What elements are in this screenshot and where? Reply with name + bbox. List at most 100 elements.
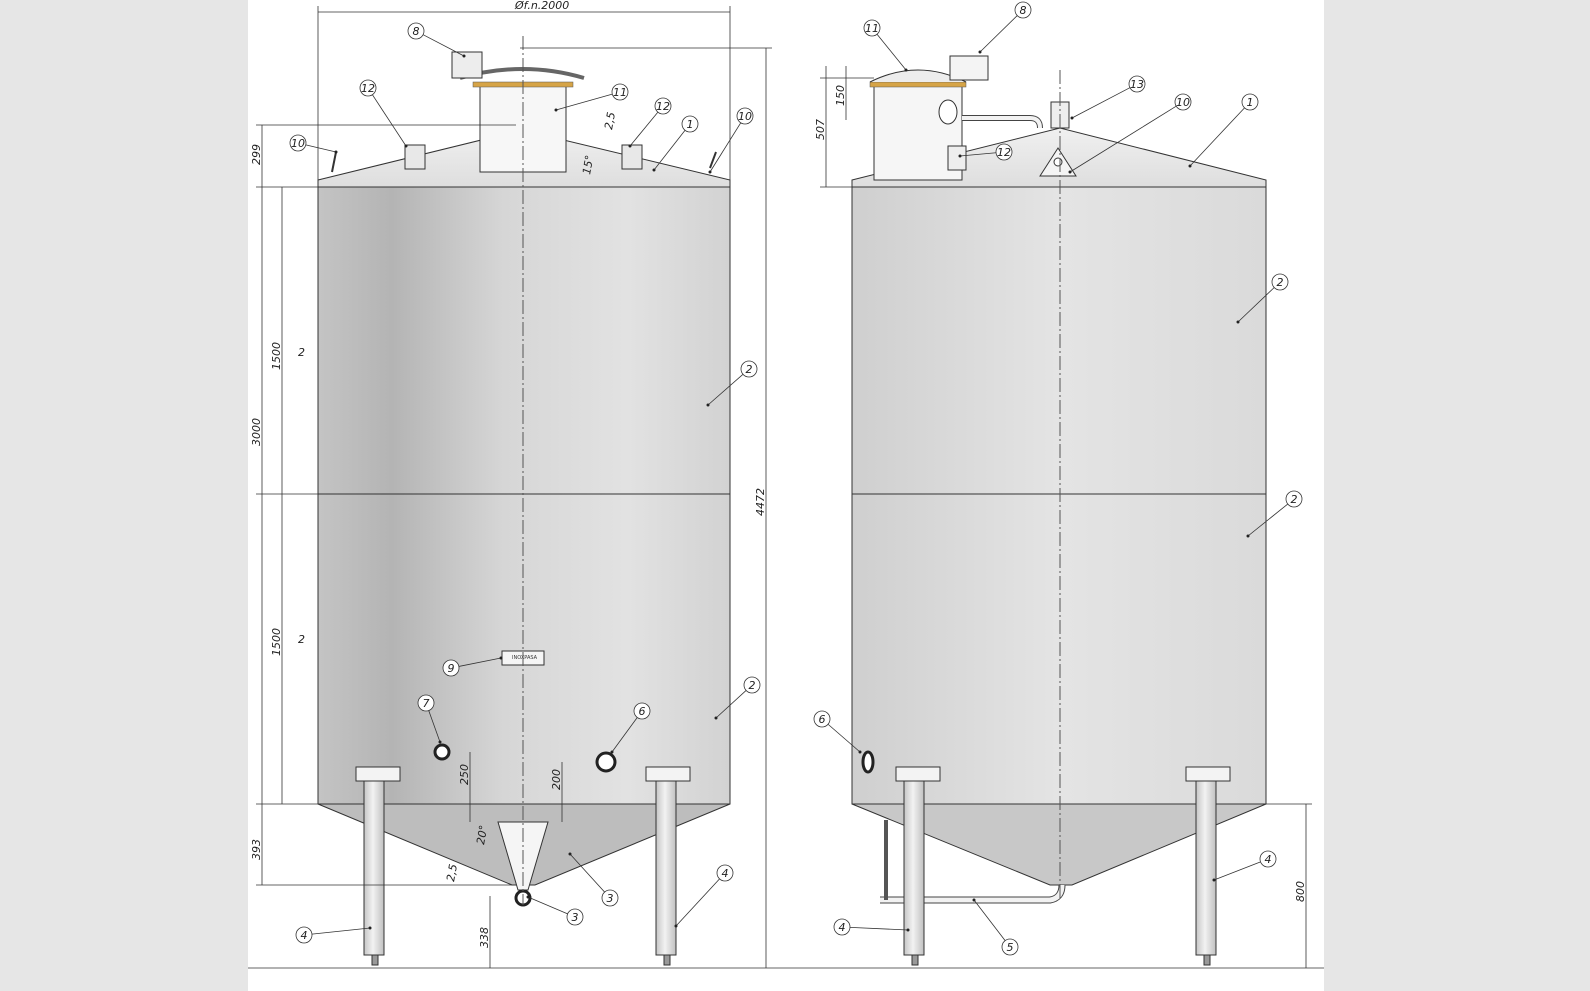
callout-bubble (1241, 93, 1259, 111)
left-nozzle-12a (404, 144, 426, 170)
right-port-6 (861, 750, 875, 774)
callout-number: 3 (572, 911, 579, 924)
callout-number: 2 (749, 679, 756, 692)
right-manhole (873, 79, 963, 181)
callout-leader (311, 927, 371, 935)
callout-bubble (417, 694, 435, 712)
dim-manhole-height: 507 (814, 119, 827, 140)
callout-number: 12 (656, 100, 670, 113)
callout-bubble (863, 19, 881, 37)
dim-cone-thickness: 2,5 (444, 863, 460, 882)
callout-number: 3 (607, 892, 614, 905)
right-shell (851, 186, 1267, 805)
nameplate-brand: INOXPASA (512, 655, 538, 661)
callout-leader (569, 853, 605, 893)
right-leg-pad-b (1185, 766, 1231, 782)
callout-number: 2 (746, 363, 753, 376)
callout-number: 12 (997, 146, 1011, 159)
callout-bubble (833, 918, 851, 936)
callout-leader (1247, 503, 1289, 537)
left-shell (317, 186, 731, 805)
callout-bubble (566, 908, 584, 926)
callout-leader (611, 717, 638, 753)
callout-leader (305, 144, 337, 153)
left-leg-a (363, 769, 385, 956)
callout-number: 2 (1277, 276, 1284, 289)
right-cone (851, 803, 1267, 886)
callout-leader-dot (568, 852, 572, 856)
drawing-sheet: INOXPASA (248, 0, 1324, 991)
callout-number: 8 (1020, 4, 1027, 17)
callout-number: 11 (865, 22, 879, 35)
callout-leader-dot (1212, 878, 1216, 882)
dim-shell-total: 3000 (250, 418, 263, 446)
callout-bubble (611, 83, 629, 101)
callout-leader-dot (1068, 170, 1072, 174)
callout-leader-dot (368, 926, 372, 930)
left-view: INOXPASA (317, 36, 731, 966)
callout-number: 6 (819, 713, 826, 726)
callout-leader-dot (526, 895, 530, 899)
callout-bubble (359, 79, 377, 97)
callout-leader-dot (1188, 164, 1192, 168)
callout-number: 10 (738, 110, 752, 123)
left-port-7 (433, 743, 451, 761)
right-sightglass (938, 99, 958, 125)
callout-leader-dot (438, 740, 442, 744)
right-foot-a (911, 954, 919, 966)
dim-port6-height: 200 (550, 769, 563, 790)
callout-leader-dot (706, 403, 710, 407)
left-port-6 (595, 751, 617, 773)
callout-number: 10 (1176, 96, 1190, 109)
callout-bubble (1001, 938, 1019, 956)
right-manhole-gasket (869, 81, 967, 88)
callout-leader (707, 373, 744, 406)
callout-leader-dot (708, 170, 712, 174)
left-hinge (451, 51, 483, 79)
callout-bubble (654, 97, 672, 115)
callout-number: 2 (1291, 493, 1298, 506)
dim-roof-height: 299 (250, 144, 263, 165)
right-drain-pipe-inner (880, 884, 1065, 903)
left-foot-b (663, 954, 671, 966)
callout-leader (675, 878, 720, 927)
callout-leader (959, 152, 997, 157)
dim-sheet-lower: 2 (298, 633, 305, 646)
callout-bubble (633, 702, 651, 720)
callout-bubble (736, 107, 754, 125)
callout-number: 6 (639, 705, 646, 718)
callout-leader-dot (858, 750, 862, 754)
left-leg-b (655, 769, 677, 956)
callout-leader-dot (404, 144, 408, 148)
callout-leader (1237, 287, 1275, 323)
right-vent (949, 55, 989, 81)
callout-number: 4 (839, 921, 846, 934)
callout-leader (1069, 105, 1177, 173)
callout-number: 12 (361, 82, 375, 95)
right-leg-a (903, 769, 925, 956)
callout-number: 10 (291, 137, 305, 150)
callout-number: 13 (1130, 78, 1144, 91)
left-lug-left (331, 151, 337, 173)
dim-sheet-upper: 2 (298, 346, 305, 359)
dim-diameter: Øf.n.2000 (514, 0, 569, 12)
callout-leader (849, 926, 909, 931)
callout-leader-dot (499, 656, 503, 660)
callout-bubble (1174, 93, 1192, 111)
left-nozzle-12b (621, 144, 643, 170)
right-leg-pad-a (895, 766, 941, 782)
callout-bubble (289, 134, 307, 152)
callout-number: 9 (448, 662, 455, 675)
dim-port7-height: 250 (458, 764, 471, 785)
callout-leader (422, 34, 465, 57)
dim-total-height: 4472 (754, 488, 767, 516)
dim-roof-angle: 15° (580, 154, 596, 175)
callout-leader (428, 710, 441, 743)
callout-leader (715, 690, 747, 719)
callout-number: 1 (1247, 96, 1254, 109)
callout-leader (979, 15, 1018, 53)
callout-leader-dot (628, 144, 632, 148)
callout-bubble (740, 360, 758, 378)
dim-manhole-offset: 150 (834, 85, 847, 106)
callout-bubble (1285, 490, 1303, 508)
